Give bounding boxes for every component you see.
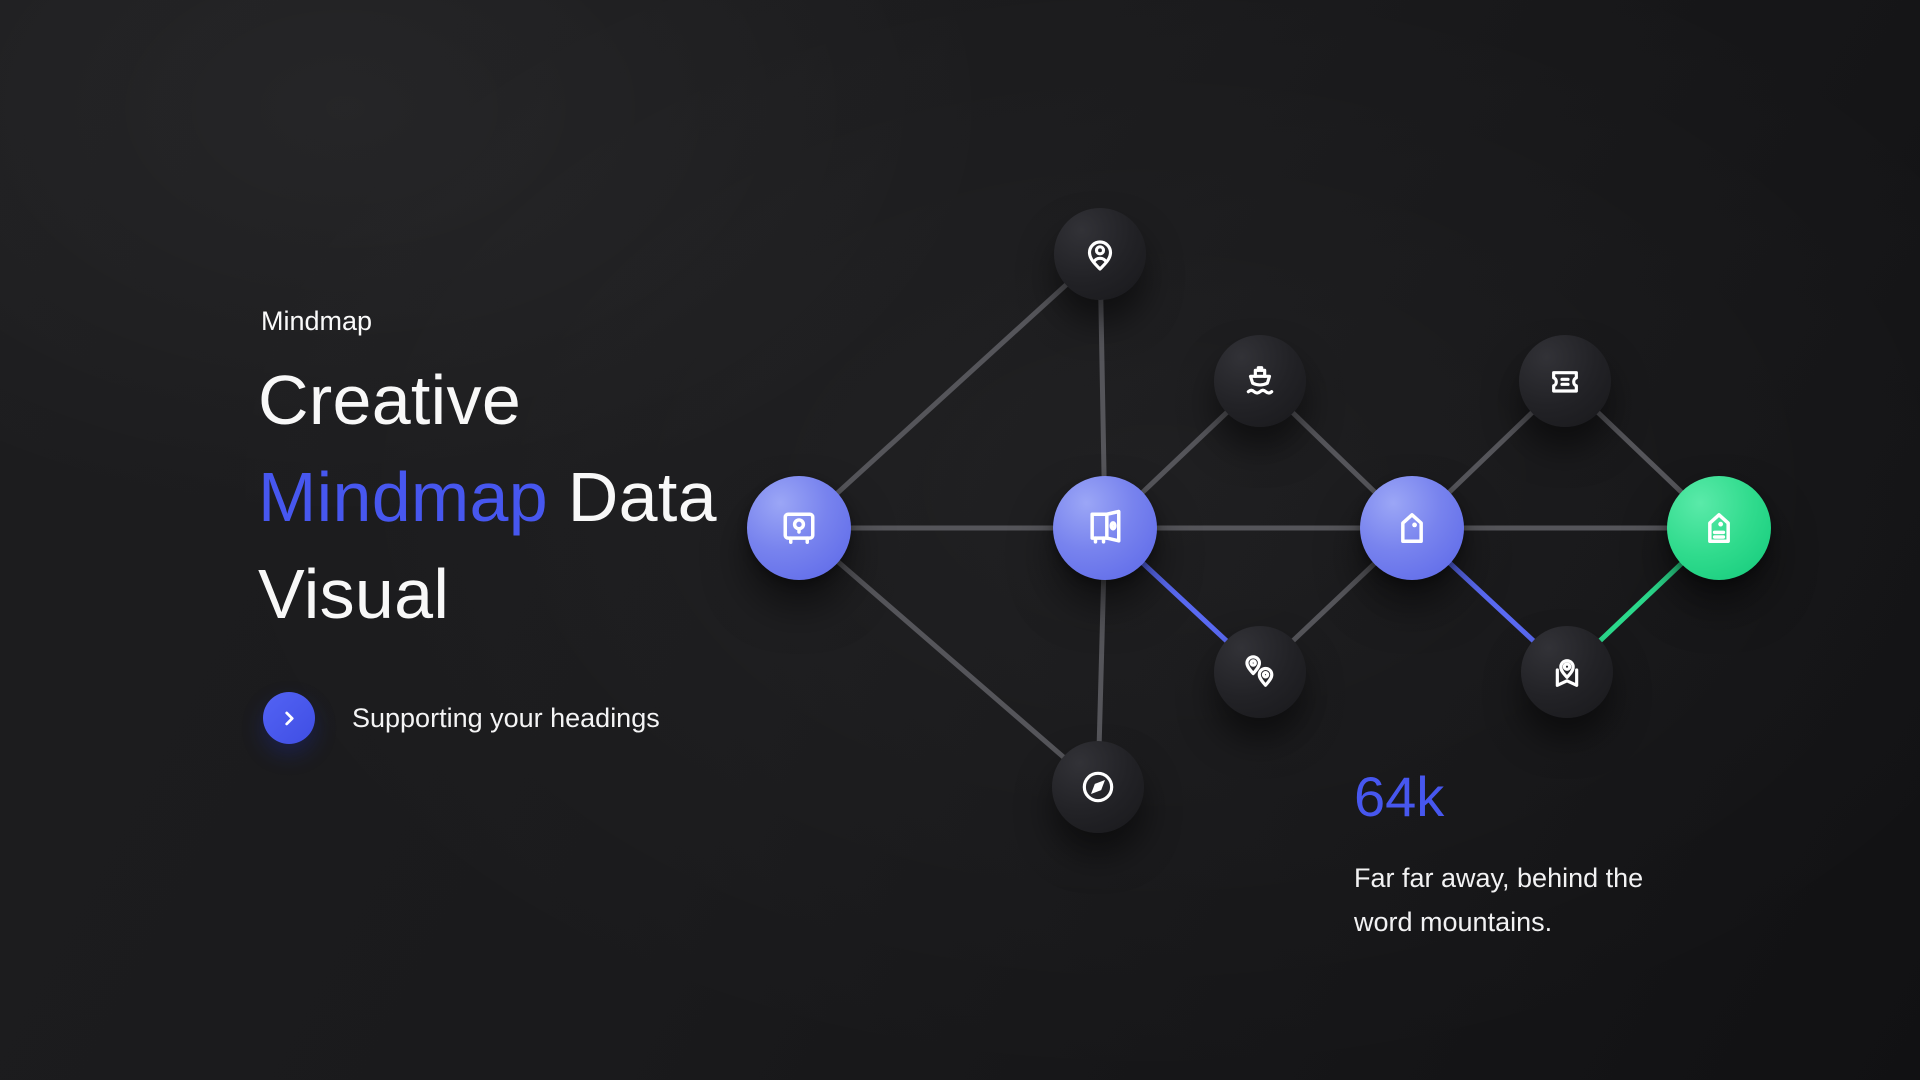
ship-icon bbox=[1246, 366, 1274, 395]
stat-caption-line-1: Far far away, behind the bbox=[1354, 863, 1644, 893]
node-map-pin bbox=[1521, 626, 1613, 718]
node-ship bbox=[1214, 335, 1306, 427]
edge-safe-user-pin bbox=[797, 252, 1102, 530]
stat-caption-line-2: word mountains. bbox=[1354, 907, 1553, 937]
safe-icon bbox=[783, 512, 815, 545]
pinned-map-icon bbox=[1555, 659, 1579, 687]
node-pins bbox=[1214, 626, 1306, 718]
title-accent-word: Mindmap bbox=[258, 458, 548, 536]
eyebrow-label: Mindmap bbox=[261, 306, 373, 336]
cta-row: Supporting your headings bbox=[263, 692, 660, 744]
ticket-icon bbox=[1552, 371, 1578, 393]
compass-icon bbox=[1082, 771, 1114, 803]
next-button[interactable] bbox=[263, 692, 315, 744]
title-line-3: Visual bbox=[258, 555, 450, 633]
node-safe bbox=[747, 476, 851, 580]
title-line-2: Mindmap Data bbox=[258, 449, 717, 546]
stat-value: 64k bbox=[1354, 765, 1445, 828]
title-line-1: Creative bbox=[258, 361, 522, 439]
tag-icon bbox=[1401, 513, 1423, 543]
edge-safe-compass bbox=[797, 526, 1100, 789]
open-safe-icon bbox=[1090, 509, 1121, 544]
user-location-icon bbox=[1087, 240, 1113, 271]
chevron-right-icon bbox=[285, 711, 294, 726]
node-ticket bbox=[1519, 335, 1611, 427]
page-title: Creative Mindmap Data Visual bbox=[258, 352, 717, 643]
cta-label: Supporting your headings bbox=[352, 702, 660, 733]
node-tag bbox=[1360, 476, 1464, 580]
stat-caption: Far far away, behind the word mountains. bbox=[1354, 856, 1643, 944]
node-vault-open bbox=[1053, 476, 1157, 580]
node-compass bbox=[1052, 741, 1144, 833]
map-pins-icon bbox=[1245, 655, 1274, 687]
tag-detail-icon bbox=[1708, 513, 1730, 543]
node-user-pin bbox=[1054, 208, 1146, 300]
title-line-2-rest: Data bbox=[548, 458, 717, 536]
node-tag-detail bbox=[1667, 476, 1771, 580]
